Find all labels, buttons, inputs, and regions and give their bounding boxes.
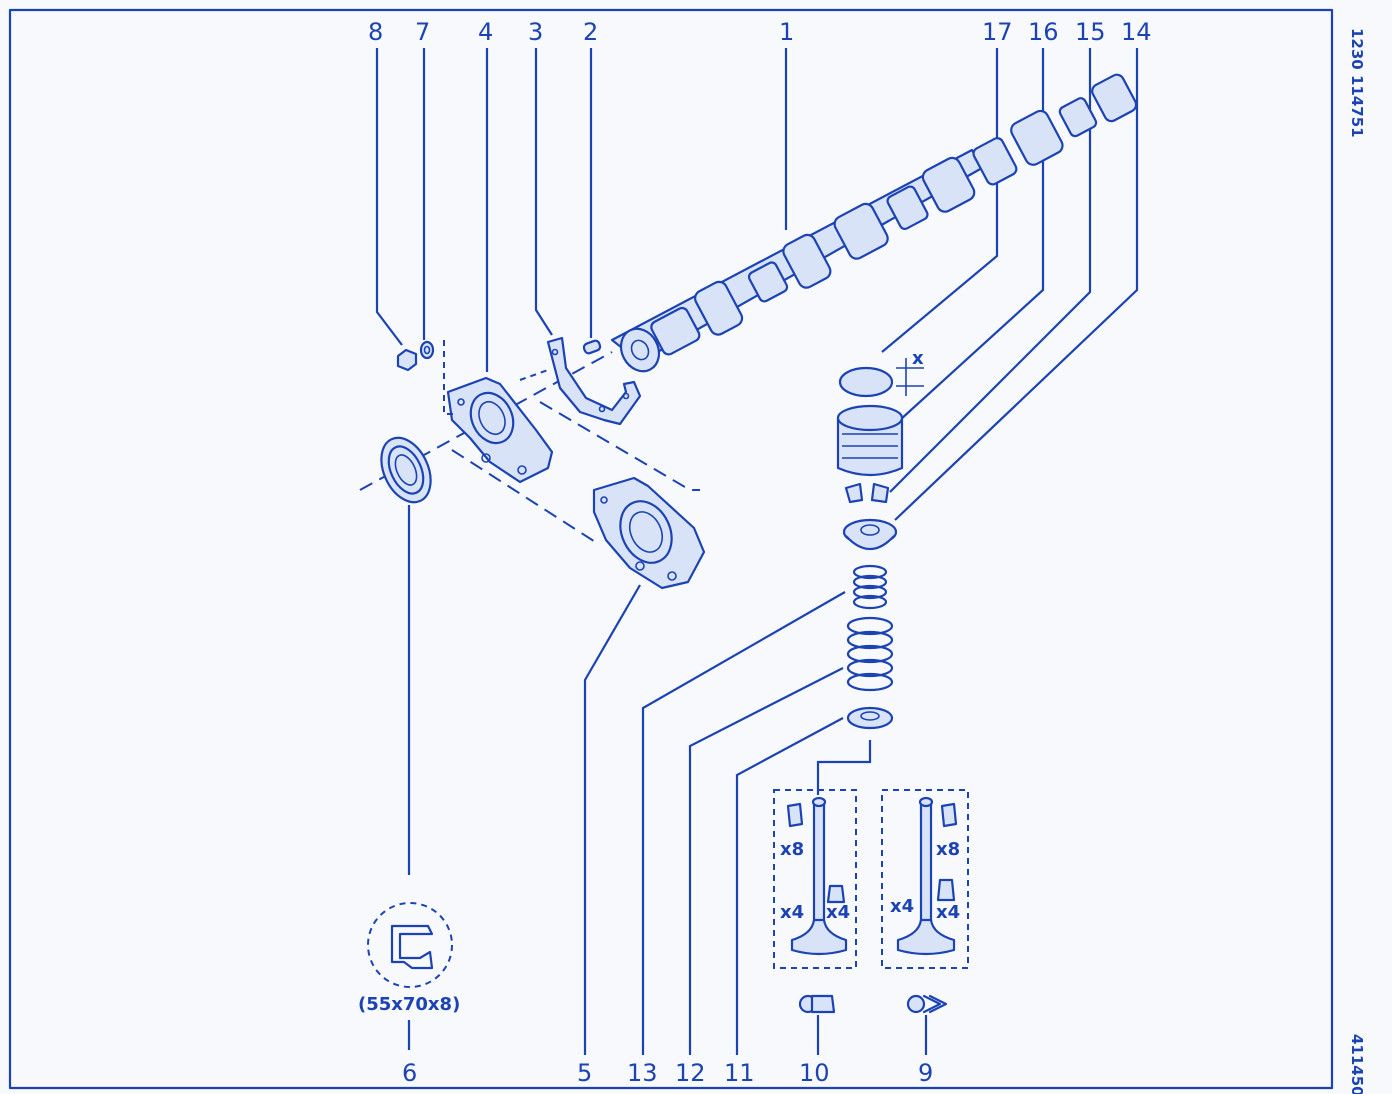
side-code-bottom: 411450 [1348, 1034, 1366, 1094]
label-1: 1 [779, 18, 794, 46]
valve-kit-right [881, 789, 969, 1014]
shim-dimension-label: x [912, 348, 924, 369]
label-4: 4 [478, 18, 493, 46]
side-code-top: 1230 114751 [1348, 28, 1366, 138]
bearing-cap-front [446, 376, 554, 484]
label-12: 12 [675, 1059, 706, 1087]
leader-lines [375, 48, 1139, 1055]
spring-seat [846, 706, 894, 730]
valve-kit-left [773, 789, 857, 1014]
shim [838, 358, 924, 398]
label-8: 8 [368, 18, 383, 46]
seal-section-detail [367, 902, 453, 988]
label-5: 5 [577, 1059, 592, 1087]
label-13: 13 [627, 1059, 658, 1087]
qty-collets-left: x8 [780, 839, 804, 860]
camshaft [359, 73, 1138, 491]
label-6: 6 [402, 1059, 417, 1087]
washer [419, 340, 435, 360]
dowel-pin [582, 339, 602, 355]
valve-branch-line [816, 740, 872, 795]
label-17: 17 [982, 18, 1013, 46]
label-15: 15 [1075, 18, 1106, 46]
qty-valve-left: x4 [780, 902, 804, 923]
label-3: 3 [528, 18, 543, 46]
assembly-lines [443, 340, 700, 546]
label-2: 2 [583, 18, 598, 46]
label-9: 9 [918, 1059, 933, 1087]
label-14: 14 [1121, 18, 1152, 46]
bearing-cap-rear [592, 476, 706, 590]
qty-valve-right: x4 [890, 896, 914, 917]
inner-valve-spring [852, 564, 888, 610]
label-7: 7 [415, 18, 430, 46]
qty-collets-right: x8 [936, 839, 960, 860]
nut [396, 348, 418, 372]
target-plate [546, 336, 642, 426]
qty-seal-right: x4 [936, 902, 960, 923]
label-11: 11 [724, 1059, 755, 1087]
spring-retainer [842, 518, 898, 551]
valve-collets [844, 482, 890, 504]
outer-valve-spring [846, 616, 894, 692]
seal-size-label: (55x70x8) [358, 994, 460, 1015]
label-10: 10 [799, 1059, 830, 1087]
tappet [836, 404, 904, 477]
qty-seal-left: x4 [826, 902, 850, 923]
diagram-frame [8, 8, 1334, 1090]
label-16: 16 [1028, 18, 1059, 46]
oil-seal [380, 436, 432, 504]
